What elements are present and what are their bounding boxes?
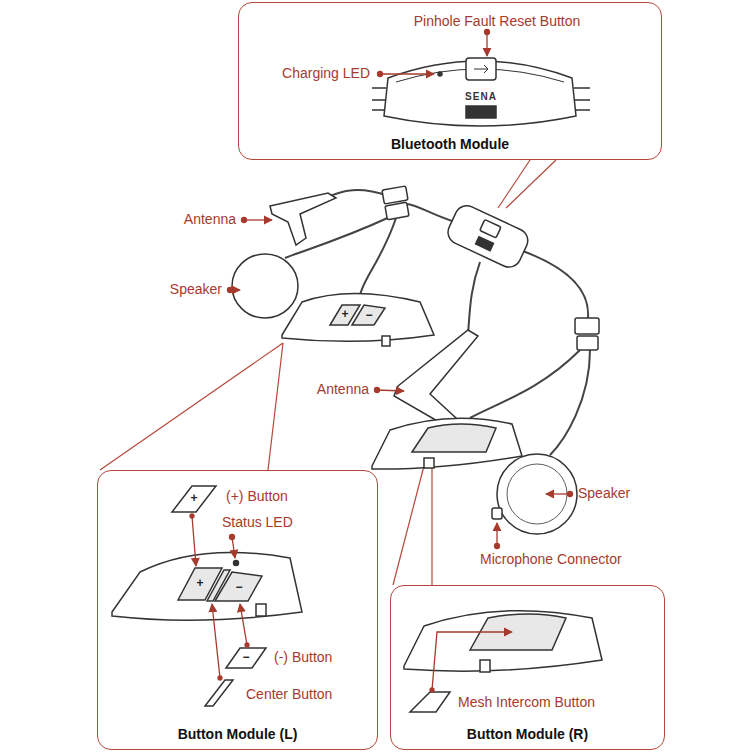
part-label: Speaker (578, 486, 630, 501)
part-label: Speaker (170, 282, 222, 297)
part-label: Pinhole Fault Reset Button (414, 14, 581, 29)
brand-logo: SENA (465, 91, 497, 102)
part-label: Antenna (317, 382, 369, 397)
bluetooth-module-zoom (372, 58, 590, 126)
callout-wedge (100, 160, 556, 585)
button-module-r-zoom (404, 611, 602, 712)
button-module-l-zoom (112, 486, 302, 706)
button-symbol: − (242, 651, 249, 664)
callout-panel: Button Module (L) (97, 470, 378, 750)
callout-panel: Button Module (R) (390, 585, 665, 750)
cable (285, 190, 590, 455)
part-label: (+) Button (226, 489, 288, 504)
headset-parts (232, 186, 599, 534)
panel-caption: Button Module (R) (467, 726, 588, 742)
part-label: Antenna (184, 212, 236, 227)
button-symbol: + (196, 577, 203, 590)
part-label: Mesh Intercom Button (458, 695, 595, 710)
part-label: Charging LED (282, 66, 370, 81)
part-label: Status LED (222, 515, 293, 530)
button-symbol: + (190, 492, 197, 505)
part-label: (-) Button (274, 650, 332, 665)
button-symbol: + (341, 308, 348, 321)
panel-caption: Bluetooth Module (391, 136, 509, 152)
panel-caption: Button Module (L) (178, 726, 298, 742)
leader-line (190, 30, 573, 693)
button-symbol: − (365, 309, 372, 322)
part-label: Center Button (246, 687, 332, 702)
button-symbol: − (235, 581, 242, 594)
part-label: Microphone Connector (480, 552, 622, 567)
